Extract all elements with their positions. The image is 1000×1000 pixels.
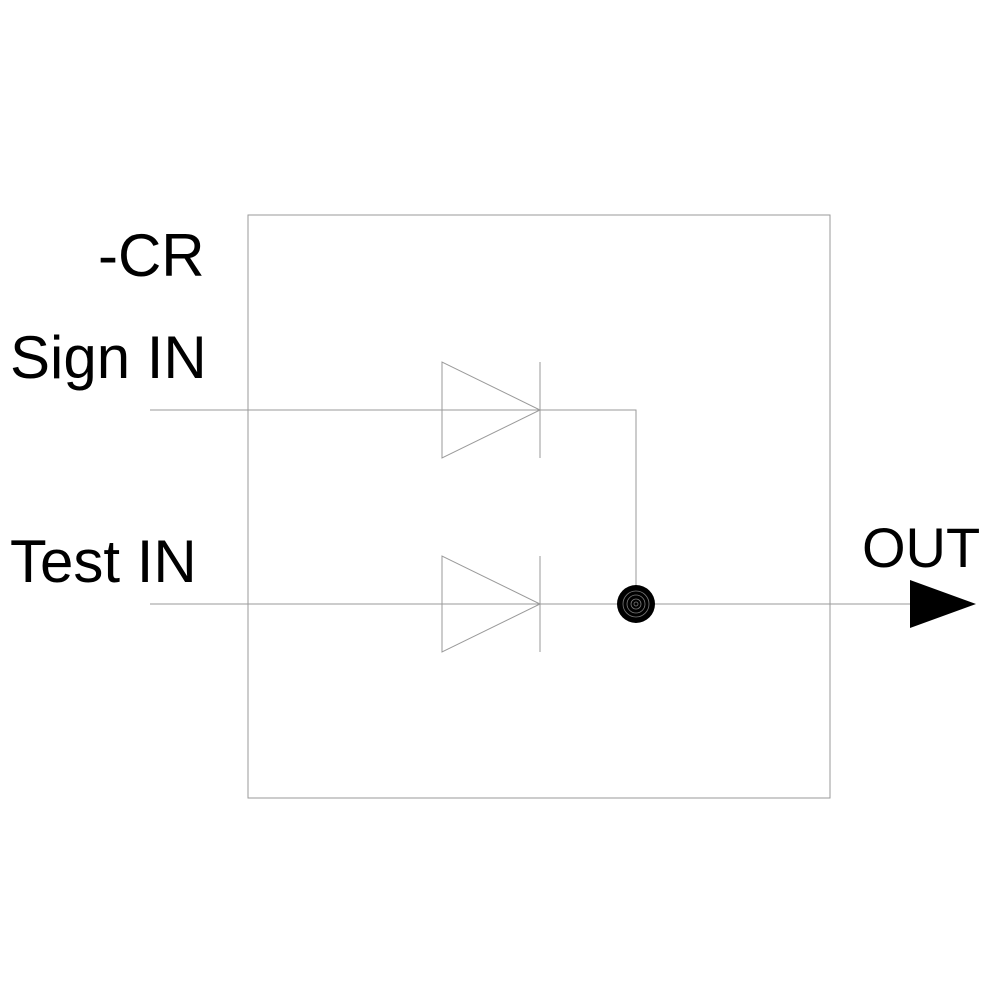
sign-to-junction-wire — [540, 409, 637, 590]
sign-diode-triangle — [441, 361, 542, 459]
out-label: OUT — [862, 516, 981, 579]
sign-in-label: Sign IN — [10, 324, 207, 391]
test-in-label: Test IN — [10, 528, 197, 595]
component-boundary-box — [247, 214, 831, 799]
reference-designator-label: -CR — [98, 222, 205, 289]
test-diode-triangle — [441, 555, 542, 653]
junction-dot — [617, 585, 655, 623]
output-arrow-icon — [910, 580, 976, 628]
